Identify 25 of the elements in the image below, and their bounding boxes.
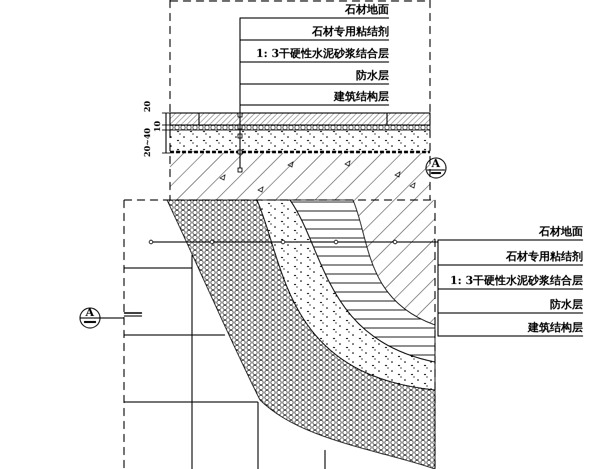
leader-line [334, 240, 584, 314]
dimension-text: 20 [142, 100, 152, 112]
section-letter: A [86, 306, 94, 318]
layer-label: 石材专用粘结剂 [312, 24, 389, 38]
leader-line [210, 240, 584, 266]
leader-line [238, 62, 390, 138]
leader-line [148, 240, 584, 244]
leader-line [238, 40, 390, 130]
layer-label: 防水层 [356, 68, 389, 82]
layer-label: 1: 3干硬性水泥砂浆结合层 [450, 274, 584, 286]
layer-label: 石材专用粘结剂 [506, 250, 583, 262]
layer-label: 建筑结构层 [334, 90, 389, 102]
section-letter: A [432, 156, 440, 170]
layer-label: 建筑结构层 [528, 320, 583, 334]
leader-line [392, 240, 584, 336]
leader-line [280, 240, 584, 290]
dimension-text: 10 [152, 120, 162, 132]
dimension-text: 20~40 [142, 128, 152, 156]
leader-line [238, 18, 390, 118]
layer-label: 防水层 [550, 298, 583, 310]
layer-label: 石材地面 [345, 2, 389, 16]
leader-line [238, 104, 390, 172]
layer-label: 1: 3干硬性水泥砂浆结合层 [256, 46, 390, 60]
layer-label: 石材地面 [539, 224, 583, 238]
leader-line [238, 84, 390, 154]
